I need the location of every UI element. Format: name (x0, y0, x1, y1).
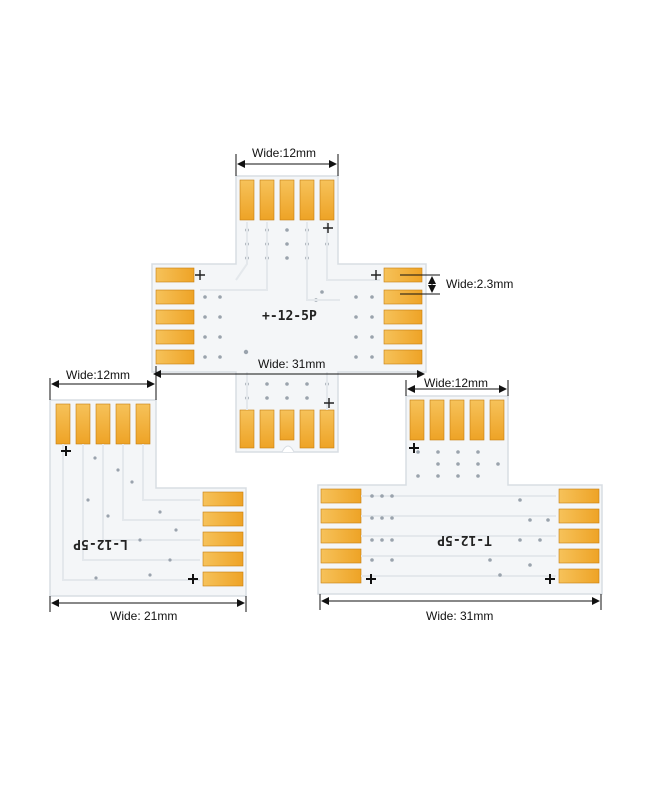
cross-left-pads (155, 267, 195, 365)
cross-top-dimension: Wide:12mm (235, 146, 339, 176)
l-total-width-label: Wide: 21mm (110, 609, 177, 623)
cross-board (151, 175, 427, 453)
t-total-dimension: Wide: 31mm (319, 594, 602, 623)
t-vias (370, 450, 550, 577)
t-right-pads (558, 488, 600, 584)
l-top-pads (55, 403, 151, 445)
bracket-marker-icon (371, 270, 381, 280)
l-right-pads (202, 491, 244, 587)
t-connector: T-12-5P (317, 395, 603, 595)
cross-pad-dimension: Wide:2.3mm (400, 274, 513, 295)
l-top-dimension: Wide:12mm (49, 366, 157, 400)
cross-connector: +-12-5P (151, 175, 427, 453)
plus-marker-icon (61, 446, 71, 456)
l-vias (86, 456, 178, 580)
bracket-marker-icon (324, 398, 334, 408)
l-connector: L-12-5P (49, 399, 247, 597)
cross-top-pads (239, 179, 335, 221)
plus-marker-icon (545, 574, 555, 584)
cross-top-width-label: Wide:12mm (252, 146, 316, 160)
t-label: T-12-5P (437, 532, 492, 547)
cross-bottom-pads (239, 409, 335, 449)
bracket-marker-icon (323, 223, 333, 233)
t-top-width-label: Wide:12mm (424, 376, 488, 390)
bracket-marker-icon (195, 270, 205, 280)
cross-right-pads (383, 267, 423, 365)
plus-marker-icon (409, 443, 419, 453)
cross-total-width-label: Wide: 31mm (258, 357, 325, 371)
t-total-width-label: Wide: 31mm (426, 609, 493, 623)
plus-marker-icon (366, 574, 376, 584)
plus-marker-icon (188, 574, 198, 584)
t-top-dimension: Wide:12mm (405, 376, 509, 396)
t-left-pads (320, 488, 362, 584)
cross-pad-width-label: Wide:2.3mm (446, 277, 513, 291)
l-label: L-12-5P (73, 536, 128, 551)
l-total-dimension: Wide: 21mm (49, 596, 247, 623)
cross-total-dimension: Wide: 31mm (153, 357, 425, 378)
cross-label: +-12-5P (262, 309, 317, 324)
l-top-width-label: Wide:12mm (66, 368, 130, 382)
t-top-pads (409, 399, 505, 441)
